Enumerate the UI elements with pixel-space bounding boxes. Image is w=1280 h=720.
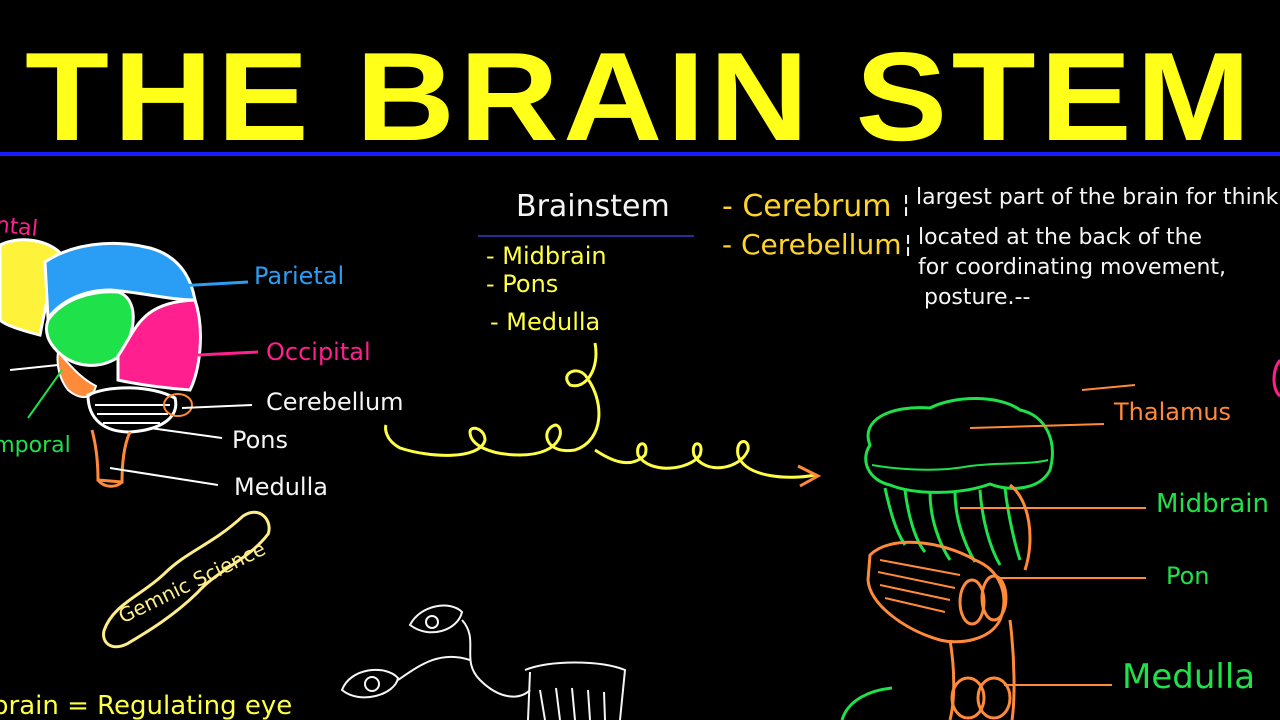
pons-shape	[866, 540, 1006, 644]
page-title: THE BRAIN STEM	[25, 26, 1255, 167]
definition-text-cerebellum-2: for coordinating movement,	[918, 255, 1226, 280]
logo-outline	[102, 510, 271, 649]
cerebellum-pointer	[181, 404, 253, 409]
brainstem-heading: Brainstem	[516, 189, 670, 224]
eye-upper-pupil	[425, 615, 439, 629]
midbrain-shape	[883, 487, 1022, 566]
brainstem-list: Brainstem - Midbrain - Pons - Medulla	[478, 189, 694, 336]
eye-lower-pupil	[364, 676, 380, 692]
temporal-label: Temporal	[0, 433, 71, 458]
list-item-pons: - Pons	[486, 270, 558, 298]
occipital-label: Occipital	[266, 338, 371, 366]
parietal-label: Parietal	[254, 262, 344, 290]
logo-text: Gemnic Science	[115, 536, 270, 628]
definition-separator: ¦	[904, 230, 912, 258]
cerebellum-shape	[86, 386, 178, 434]
medulla-outline	[840, 686, 893, 720]
thalamus-inner	[871, 459, 1049, 471]
pons-label: Pons	[232, 426, 288, 454]
temporal-pointer	[27, 369, 63, 419]
loopy-arrow	[384, 342, 816, 479]
medulla-lobe-right	[976, 676, 1012, 720]
eye-lower	[340, 669, 400, 699]
occipital-pointer	[197, 350, 259, 357]
definition-text-cerebellum-1: located at the back of the	[918, 225, 1202, 250]
gemnic-science-logo: Gemnic Science	[102, 510, 271, 649]
thalamus-shape	[864, 397, 1054, 494]
midbrain-label: Midbrain	[1156, 489, 1269, 519]
edge-mark	[1272, 359, 1280, 398]
pons-hatch	[877, 559, 961, 613]
brainstem-base	[96, 478, 124, 488]
cerebellum-label: Cerebellum	[266, 388, 404, 416]
medulla-label: Medulla	[234, 473, 328, 501]
definition-text-cerebellum-3: posture.--	[924, 285, 1030, 310]
occipital-lobe	[116, 298, 202, 392]
midbrain-orange	[1009, 483, 1032, 571]
optic-nerve	[397, 619, 531, 698]
medulla-lobe-left	[950, 676, 986, 720]
midbrain-sketch-hatch	[539, 687, 606, 720]
definition-separator: ¦	[902, 190, 910, 218]
list-item-midbrain: - Midbrain	[486, 242, 607, 270]
definition-term-cerebellum: - Cerebellum	[722, 228, 901, 261]
medulla-shape	[948, 619, 1016, 720]
cerebellum-hatch	[95, 404, 170, 424]
thalamus-pointer	[969, 423, 1105, 429]
definition-term-cerebrum: - Cerebrum	[722, 189, 892, 224]
pons-lobe-right	[980, 574, 1008, 622]
eye-upper	[408, 604, 464, 634]
arrow-head	[797, 464, 822, 488]
pons-pointer	[149, 427, 223, 439]
cerebellum-lobe	[163, 393, 193, 417]
medulla-pointer	[109, 467, 219, 486]
pons-label-right: Pon	[1166, 562, 1210, 590]
brainstem-shape	[90, 429, 132, 484]
brainstem-diagram: Thalamus Midbrain Pon Medulla	[840, 384, 1269, 720]
brain-diagram: Frontal Parietal Occipital Cerebellum Po…	[0, 209, 404, 501]
medulla-label-right: Medulla	[1122, 657, 1255, 697]
frontal-label: Frontal	[0, 209, 39, 242]
definitions: - Cerebrum ¦ largest part of the brain f…	[722, 185, 1279, 310]
pons-lobe-left	[958, 578, 986, 626]
left-pointer	[9, 364, 59, 371]
thalamus-label: Thalamus	[1113, 398, 1231, 426]
definition-text-cerebrum: largest part of the brain for think	[916, 185, 1279, 210]
thalamus-mark	[1081, 384, 1136, 391]
eye-pathway-sketch	[340, 604, 627, 720]
midbrain-sketch	[524, 661, 627, 720]
list-item-medulla: - Medulla	[490, 308, 600, 336]
bottom-note: brain = Regulating eye	[0, 691, 292, 720]
parietal-pointer	[159, 280, 249, 289]
